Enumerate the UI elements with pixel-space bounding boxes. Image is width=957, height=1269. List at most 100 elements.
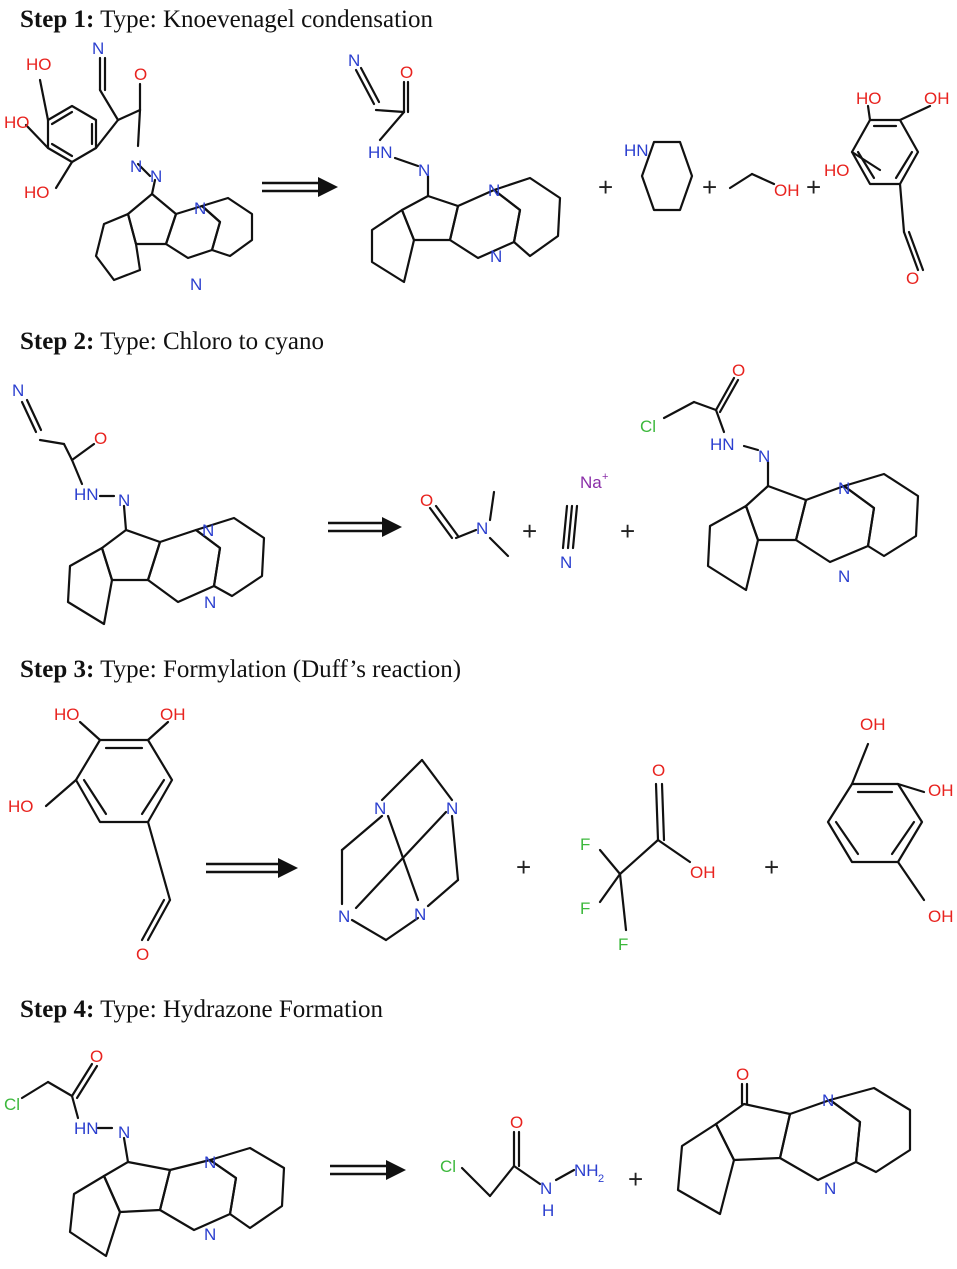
step-3-trifluoroacetic-acid: O OH F F F xyxy=(580,761,716,954)
step-1-cyanoacetohydrazone: N O HN N N N xyxy=(348,51,562,284)
step-1-gallaldehyde: HO OH HO O xyxy=(824,89,950,288)
atom-label: OH xyxy=(774,181,800,200)
step-3-type: Type: Formylation (Duff’s reaction) xyxy=(100,656,462,683)
step-1-ethanol: OH xyxy=(728,172,800,200)
atom-label: Cl xyxy=(640,417,656,436)
step-2-sodium-cyanide: Na + N xyxy=(560,471,608,572)
step-4-title: Step 4: Type: Hydrazone Formation xyxy=(20,996,383,1024)
step-3-title: Step 3: Type: Formylation (Duff’s reacti… xyxy=(20,656,461,684)
step-3-arrow xyxy=(206,858,298,878)
atom-label: N xyxy=(118,1123,130,1142)
atom-label: OH xyxy=(928,907,954,926)
atom-label: OH xyxy=(690,863,716,882)
atom-label: HO xyxy=(824,161,850,180)
step-1-label: Step 1: xyxy=(20,6,95,33)
atom-label: HO xyxy=(26,55,52,74)
atom-label: N xyxy=(204,1153,216,1172)
step-4-label: Step 4: xyxy=(20,996,95,1023)
step-1-piperidine: HN xyxy=(624,140,694,212)
step-4-target-atom-labels: Cl O HN N N N xyxy=(4,1047,216,1244)
step-4-type: Type: Hydrazone Formation xyxy=(100,996,384,1023)
atom-label: N xyxy=(446,799,458,818)
atom-label: Cl xyxy=(4,1095,20,1114)
step-3-target-molecule: HO OH HO O xyxy=(8,705,186,964)
atom-label: F xyxy=(580,899,590,918)
atom-label: N xyxy=(12,381,24,400)
atom-label: N xyxy=(202,521,214,540)
atom-label: N xyxy=(476,519,488,538)
atom-label: N xyxy=(414,905,426,924)
atom-label: O xyxy=(90,1047,103,1066)
atom-label: HN xyxy=(74,485,99,504)
step-3-hexamine: N N N N xyxy=(338,758,460,942)
plus-sign: + xyxy=(620,516,635,546)
charge-label: + xyxy=(602,471,608,483)
atom-label: N xyxy=(560,553,572,572)
atom-label: N xyxy=(338,907,350,926)
step-2-hydrazone-atom-labels: Cl O HN N N N xyxy=(640,361,850,586)
atom-label: N xyxy=(490,247,502,266)
atom-label: N xyxy=(824,1179,836,1198)
atom-label: HN xyxy=(624,141,649,160)
atom-label: N xyxy=(418,161,430,180)
atom-label: N xyxy=(348,51,360,70)
step-1-target-molecule: HO HO HO N O N N N N xyxy=(4,39,254,294)
plus-sign: + xyxy=(628,1164,643,1194)
step-1-type: Type: Knoevenagel condensation xyxy=(100,6,433,33)
atom-label: O xyxy=(906,269,919,288)
atom-label: N xyxy=(130,157,142,176)
atom-label: N xyxy=(194,199,206,218)
atom-label: HO xyxy=(856,89,882,108)
atom-label: O xyxy=(736,1065,749,1084)
step-2-type: Type: Chloro to cyano xyxy=(100,328,325,355)
plus-sign: + xyxy=(516,852,531,882)
step-2-target-atom-labels: N O HN N N N xyxy=(12,381,216,612)
atom-label: N xyxy=(92,39,104,58)
atom-label: OH xyxy=(928,781,954,800)
atom-label: N xyxy=(118,491,130,510)
step-2-arrow xyxy=(328,517,402,537)
atom-label: N xyxy=(540,1179,552,1198)
step-1-title: Step 1: Type: Knoevenagel condensation xyxy=(20,6,433,34)
step-4-indenoquinoxalinone: O N N xyxy=(676,1065,912,1216)
atom-label: N xyxy=(758,447,770,466)
atom-label: N xyxy=(838,479,850,498)
subscript-label: 2 xyxy=(598,1173,604,1185)
step-3-label: Step 3: xyxy=(20,656,95,683)
atom-label: H xyxy=(542,1201,554,1220)
plus-sign: + xyxy=(806,172,821,202)
atom-label: OH xyxy=(860,715,886,734)
atom-label: N xyxy=(488,181,500,200)
atom-label: O xyxy=(134,65,147,84)
atom-label: HO xyxy=(8,797,34,816)
atom-label: O xyxy=(732,361,745,380)
atom-label: HN xyxy=(710,435,735,454)
atom-label: OH xyxy=(924,89,950,108)
atom-label: F xyxy=(618,935,628,954)
atom-label: N xyxy=(204,593,216,612)
step-1-target-atom-labels: HO HO HO N O N N N N xyxy=(4,39,206,294)
atom-label: N xyxy=(838,567,850,586)
atom-label: O xyxy=(510,1113,523,1132)
atom-label: OH xyxy=(160,705,186,724)
atom-label: N xyxy=(374,799,386,818)
step-1-arrow xyxy=(262,177,338,197)
atom-label: HO xyxy=(4,113,30,132)
atom-label: HN xyxy=(74,1119,99,1138)
step-3-pyrogallol: OH OH OH xyxy=(826,715,954,926)
step-2-dmf: O N xyxy=(420,490,510,558)
step-2-target-molecule: N O HN N N N xyxy=(12,381,266,626)
plus-sign: + xyxy=(702,172,717,202)
step-1-hydrazone-atom-labels: N O HN N N N xyxy=(348,51,502,266)
step-4-arrow xyxy=(330,1160,406,1180)
atom-label: O xyxy=(94,429,107,448)
atom-label: Na xyxy=(580,473,602,492)
step-4-chloroacetohydrazide: Cl O N H NH 2 xyxy=(440,1113,604,1220)
atom-label: HN xyxy=(368,143,393,162)
step-4-target-molecule: Cl O HN N N N xyxy=(4,1047,286,1258)
atom-label: Cl xyxy=(440,1157,456,1176)
plus-sign: + xyxy=(522,516,537,546)
atom-label: O xyxy=(400,63,413,82)
step-2-label: Step 2: xyxy=(20,328,95,355)
plus-sign: + xyxy=(764,852,779,882)
